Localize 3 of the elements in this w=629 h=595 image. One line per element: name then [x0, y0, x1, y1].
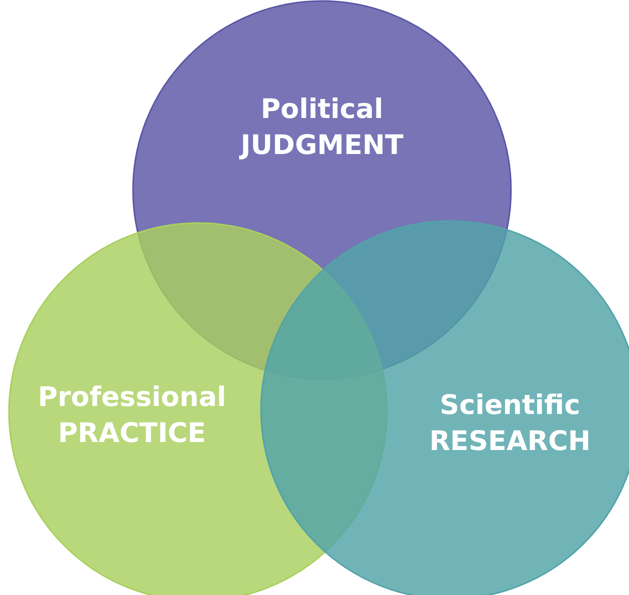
circle-label: Scientific RESEARCH [428, 389, 592, 459]
circle-label: Political JUDGMENT [238, 93, 404, 163]
circle-label: Professional PRACTICE [36, 381, 228, 451]
